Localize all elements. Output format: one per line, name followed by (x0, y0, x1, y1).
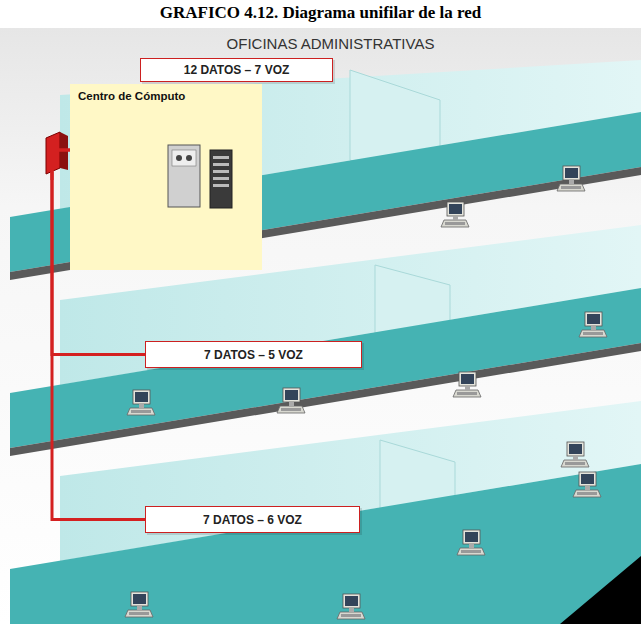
room-label: Centro de Cómputo (78, 90, 185, 102)
bottom-floor (10, 401, 641, 624)
figure-title: GRAFICO 4.12. Diagrama unifilar de la re… (0, 3, 641, 23)
server-icons (168, 145, 232, 208)
image-ground (0, 28, 641, 624)
computer-room: Centro de Cómputo (70, 84, 262, 270)
rack-symbol (46, 132, 68, 180)
outlet-count-label: 12 DATOS – 7 VOZ (184, 63, 290, 77)
outlet-count-label: 7 DATOS – 5 VOZ (204, 348, 303, 362)
outlet-count-label: 7 DATOS – 6 VOZ (203, 513, 302, 527)
outlet-count-box: 7 DATOS – 6 VOZ (145, 506, 360, 533)
outlet-count-box: 12 DATOS – 7 VOZ (140, 58, 333, 82)
building-heading: OFICINAS ADMINISTRATIVAS (20, 35, 641, 52)
computer-room-ground (70, 84, 262, 270)
outlet-count-box: 7 DATOS – 5 VOZ (145, 341, 362, 368)
network-cable (52, 150, 145, 355)
network-cable (52, 150, 145, 520)
